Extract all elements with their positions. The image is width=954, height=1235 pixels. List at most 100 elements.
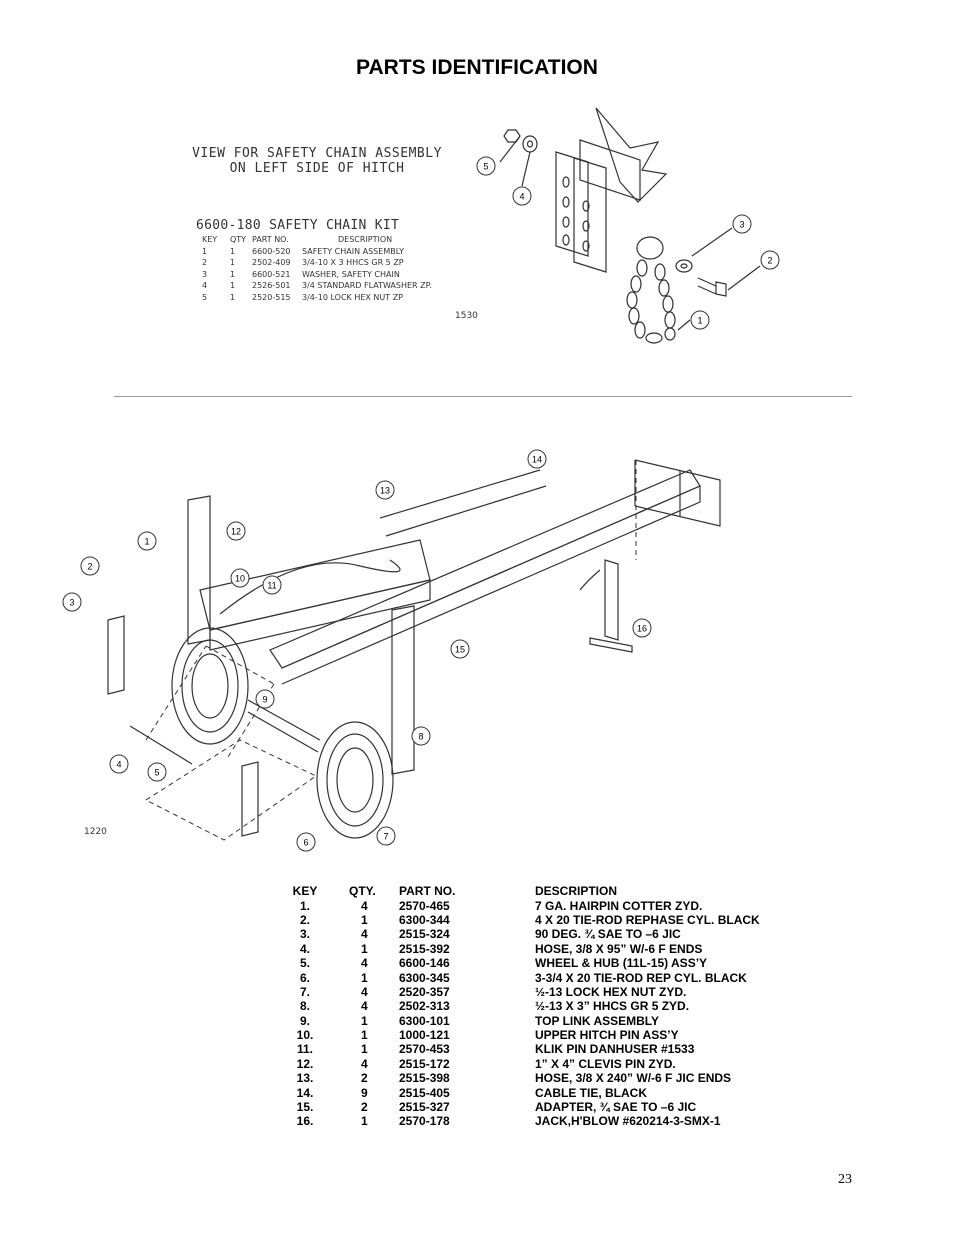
kit-table-header: KEY QTY PART NO. DESCRIPTION — [196, 234, 472, 246]
parts-cell-key: 9. — [299, 1013, 310, 1028]
parts-cell-key: 15. — [296, 1100, 314, 1115]
callout-label: 9 — [262, 695, 267, 705]
parts-cell-qty: 1 — [361, 1114, 368, 1129]
parts-cell-key: 13. — [296, 1071, 314, 1086]
parts-cell-qty: 1 — [361, 1042, 368, 1057]
callout-circle — [80, 556, 100, 576]
kit-cell-key: 3 — [202, 269, 208, 279]
parts-cell-desc: JACK,H'BLOW #620214-3-SMX-1 — [535, 1114, 721, 1129]
kit-header-qty: QTY — [230, 235, 247, 245]
callout-circle — [375, 480, 395, 500]
callout-label: 7 — [383, 832, 388, 842]
parts-header-qty: QTY. — [349, 884, 376, 899]
kit-cell-key: 2 — [202, 258, 208, 268]
callout-label: 15 — [455, 645, 465, 655]
kit-cell-desc: WASHER, SAFETY CHAIN — [302, 269, 400, 279]
kit-cell-qty: 1 — [230, 269, 236, 279]
kit-cell-part: 2526-501 — [252, 281, 291, 291]
callout-label: 4 — [519, 192, 524, 202]
parts-cell-part: 2515-327 — [399, 1100, 450, 1115]
parts-cell-part: 6300-345 — [399, 970, 450, 985]
callout-circle — [632, 618, 652, 638]
callout-circle — [147, 762, 167, 782]
kit-header-desc: DESCRIPTION — [338, 235, 393, 245]
callout-circle — [527, 449, 547, 469]
parts-cell-part: 2570-465 — [399, 898, 450, 913]
parts-cell-desc: ADAPTER, ¾ SAE TO –6 JIC — [535, 1100, 697, 1115]
parts-cell-key: 2. — [299, 912, 310, 927]
parts-cell-key: 5. — [299, 956, 310, 971]
callout-label: 12 — [231, 527, 241, 537]
parts-cell-qty: 4 — [361, 956, 368, 971]
callout-circle — [376, 826, 396, 846]
kit-cell-desc: 3/4 STANDARD FLATWASHER ZP. — [302, 281, 432, 291]
kit-cell-desc: 3/4-10 LOCK HEX NUT ZP — [302, 292, 403, 302]
parts-cell-desc: WHEEL & HUB (11L-15) ASS’Y — [535, 956, 708, 971]
parts-cell-part: 2515-392 — [399, 941, 450, 956]
parts-cell-desc: ½-13 X 3” HHCS GR 5 ZYD. — [535, 999, 690, 1014]
page-number: 23 — [838, 1172, 852, 1187]
parts-cell-desc: 1” X 4” CLEVIS PIN ZYD. — [535, 1056, 676, 1071]
parts-cell-qty: 4 — [361, 898, 368, 913]
parts-cell-key: 1. — [299, 898, 310, 913]
parts-cell-key: 7. — [299, 984, 310, 999]
parts-cell-desc: HOSE, 3/8 X 240” W/-6 F JIC ENDS — [535, 1071, 732, 1086]
kit-cell-qty: 1 — [230, 292, 236, 302]
parts-cell-key: 11. — [296, 1042, 314, 1057]
kit-cell-part: 6600-520 — [252, 246, 291, 256]
parts-header-key: KEY — [292, 884, 318, 899]
callout-circle — [230, 568, 250, 588]
parts-cell-desc: ½-13 LOCK HEX NUT ZYD. — [535, 984, 687, 999]
parts-cell-part: 6600-146 — [399, 956, 450, 971]
callout-label: 10 — [235, 574, 245, 584]
callout-circle — [690, 310, 710, 330]
kit-cell-qty: 1 — [230, 246, 236, 256]
parts-cell-desc: CABLE TIE, BLACK — [535, 1085, 647, 1100]
kit-cell-desc: 3/4-10 X 3 HHCS GR 5 ZP — [302, 258, 404, 268]
callout-circle — [296, 832, 316, 852]
parts-cell-part: 2570-453 — [399, 1042, 450, 1057]
parts-cell-key: 6. — [299, 970, 310, 985]
parts-cell-desc: 7 GA. HAIRPIN COTTER ZYD. — [535, 898, 703, 913]
parts-table-row: 5. 4 6600-146 WHEEL & HUB (11L-15) ASS’Y — [281, 956, 795, 970]
callout-circle — [109, 754, 129, 774]
parts-cell-part: 6300-101 — [399, 1013, 450, 1028]
parts-cell-desc: 4 X 20 TIE-ROD REPHASE CYL. BLACK — [535, 912, 760, 927]
parts-cell-part: 2515-324 — [399, 927, 450, 942]
callout-circle — [137, 531, 157, 551]
parts-cell-qty: 9 — [361, 1085, 368, 1100]
parts-cell-qty: 1 — [361, 1028, 368, 1043]
callout-circle — [262, 575, 282, 595]
parts-cell-desc: 90 DEG. ¾ SAE TO –6 JIC — [535, 927, 681, 942]
callout-circle — [62, 592, 82, 612]
parts-cell-part: 2502-313 — [399, 999, 450, 1014]
parts-cell-qty: 1 — [361, 970, 368, 985]
parts-cell-desc: HOSE, 3/8 X 95” W/-6 F ENDS — [535, 941, 703, 956]
parts-cell-qty: 4 — [361, 999, 368, 1014]
parts-cell-qty: 1 — [361, 941, 368, 956]
callout-label: 2 — [87, 562, 92, 572]
callout-label: 1 — [144, 537, 149, 547]
callout-label: 6 — [303, 838, 308, 848]
callout-circle — [512, 186, 532, 206]
parts-cell-key: 8. — [299, 999, 310, 1014]
safety-chain-drawing-number: 1530 — [455, 311, 478, 321]
kit-cell-key: 4 — [202, 281, 208, 291]
parts-cell-part: 2570-178 — [399, 1114, 450, 1129]
